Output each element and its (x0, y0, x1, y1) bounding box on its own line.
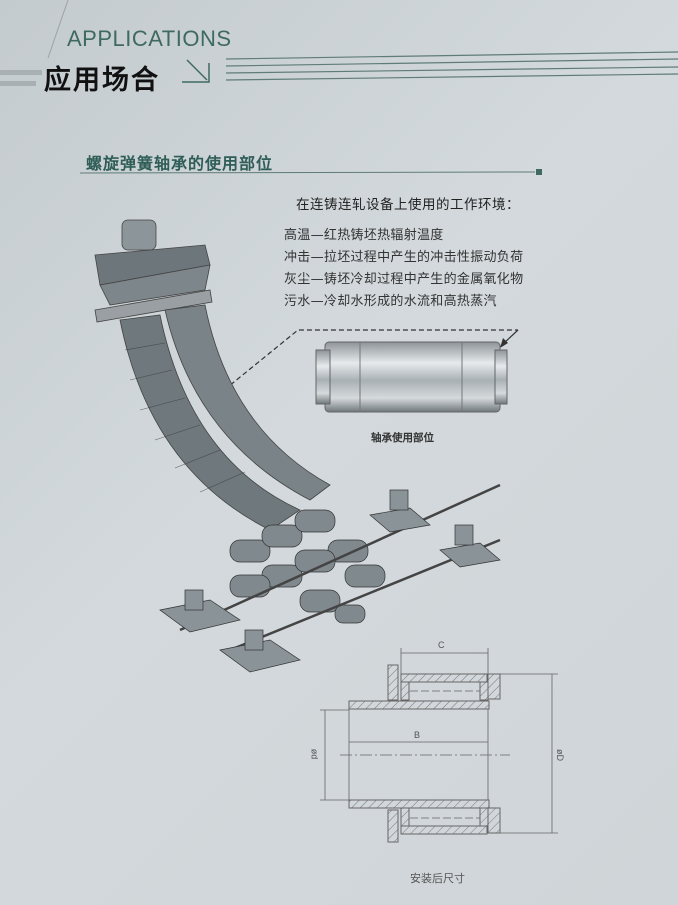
title-chinese: 应用场合 (44, 65, 160, 96)
section-subtitle: 螺旋弹簧轴承的使用部位 (86, 154, 274, 173)
casting-machine-illustration (94, 219, 501, 673)
title-english: APPLICATIONS (67, 26, 232, 51)
ladle-icon (121, 219, 157, 251)
bearing-dimension-drawing (320, 648, 558, 843)
environment-item: 污水—冷却水形成的水流和高热蒸汽 (284, 294, 497, 309)
dimension-c-label: C (438, 640, 445, 650)
environment-item: 灰尘—铸坯冷却过程中产生的金属氧化物 (284, 272, 524, 287)
subtitle-underline (80, 169, 542, 175)
bearing-image (315, 341, 508, 413)
bearing-image-label: 轴承使用部位 (371, 432, 434, 444)
drawing-caption: 安装后尺寸 (410, 872, 465, 885)
environment-item: 冲击—拉坯过程中产生的冲击性振动负荷 (284, 250, 524, 265)
bearing-callout (217, 329, 519, 413)
environment-heading: 在连铸连轧设备上使用的工作环境： (296, 197, 520, 213)
dimension-inner-diameter-label: ød (309, 748, 320, 760)
roller-table (229, 509, 386, 624)
arrow-icon (182, 59, 210, 83)
dimension-b-label: B (414, 730, 421, 740)
header-decoration (0, 0, 678, 86)
environment-item: 高温—红热铸坯热辐射温度 (284, 228, 444, 243)
dimension-outer-diameter-label: øD (555, 749, 565, 761)
